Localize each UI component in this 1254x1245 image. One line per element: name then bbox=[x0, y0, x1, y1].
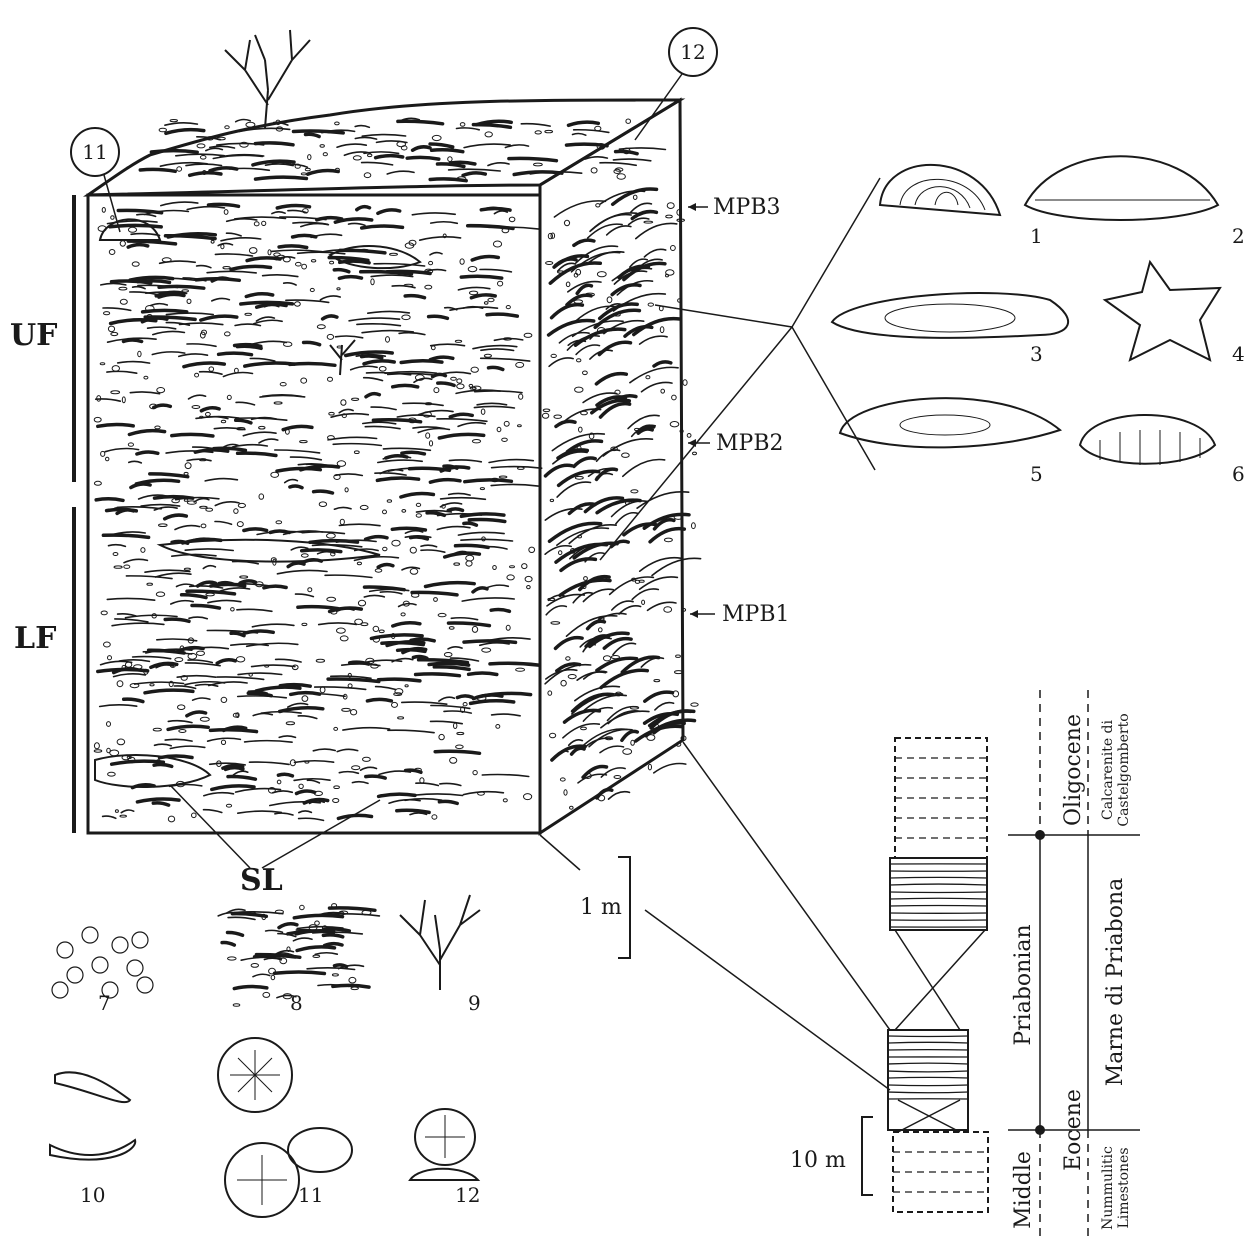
fossil-6 bbox=[1080, 415, 1215, 465]
lower-facies-label: LF bbox=[14, 621, 56, 656]
marker-mpb1: MPB1 bbox=[690, 602, 790, 627]
fossil-11 bbox=[218, 1038, 352, 1217]
fossil-number: 8 bbox=[290, 991, 303, 1015]
fossil-number: 6 bbox=[1232, 462, 1245, 486]
fossil-12 bbox=[410, 1109, 478, 1180]
circled-marker-11: 11 bbox=[71, 128, 120, 232]
epoch-eocene: Eocene bbox=[1061, 1089, 1086, 1171]
marker-mpb3: MPB3 bbox=[688, 195, 781, 220]
svg-text:MPB3: MPB3 bbox=[713, 195, 781, 220]
epoch-oligocene: Oligocene bbox=[1061, 714, 1086, 826]
fossil-number: 5 bbox=[1030, 462, 1043, 486]
fossil-1 bbox=[880, 165, 1000, 215]
chronostratigraphy-table: Oligocene Eocene Priabonian Middle Calca… bbox=[1008, 690, 1140, 1240]
fossil-9 bbox=[400, 895, 480, 990]
lens-body bbox=[160, 540, 380, 562]
fossil-number: 4 bbox=[1232, 342, 1245, 366]
fossil-number: 1 bbox=[1030, 224, 1043, 248]
stratigraphic-column: 10 m bbox=[790, 738, 988, 1212]
scale-10m-label: 10 m bbox=[790, 1148, 846, 1173]
fossil-4 bbox=[1105, 262, 1220, 360]
fossil-number: 12 bbox=[455, 1183, 480, 1207]
foraminifera-panel: 1 2 3 4 5 6 bbox=[832, 156, 1245, 486]
stage-priabonian: Priabonian bbox=[1011, 924, 1036, 1045]
fossil-number: 10 bbox=[80, 1183, 105, 1207]
svg-text:12: 12 bbox=[680, 40, 705, 64]
fossil-10 bbox=[50, 1072, 135, 1159]
sl-leader bbox=[170, 785, 250, 868]
formation-nummulitic: Nummulitic bbox=[1100, 1146, 1116, 1230]
fossil-number: 2 bbox=[1232, 224, 1245, 248]
sediment-texture-front bbox=[94, 202, 542, 822]
sediment-texture-side bbox=[542, 189, 700, 809]
lower-fossil-panel: 7 8 9 10 11 12 bbox=[50, 895, 481, 1217]
fossil-2 bbox=[1025, 156, 1218, 220]
fossil-number: 7 bbox=[98, 991, 111, 1015]
block-top-surface bbox=[88, 100, 680, 195]
svg-text:1 m: 1 m bbox=[580, 895, 622, 920]
fossil-number: 9 bbox=[468, 991, 481, 1015]
fossil-5 bbox=[840, 398, 1060, 447]
svg-text:MPB1: MPB1 bbox=[722, 602, 790, 627]
outcrop-block bbox=[74, 30, 701, 833]
fossil-number: 11 bbox=[298, 1183, 323, 1207]
stage-middle: Middle bbox=[1011, 1151, 1036, 1229]
formation-castelgomberto: Calcarenite di bbox=[1100, 719, 1116, 820]
svg-text:11: 11 bbox=[82, 140, 107, 164]
fossil-7 bbox=[52, 927, 153, 998]
echinoid-fossil bbox=[100, 219, 160, 240]
formation-priabona: Marne di Priabona bbox=[1103, 878, 1128, 1087]
sediment-texture-top bbox=[140, 118, 665, 180]
svg-text:MPB2: MPB2 bbox=[716, 431, 784, 456]
fossil-3 bbox=[832, 293, 1068, 338]
formation-nummulitic: Limestones bbox=[1116, 1147, 1132, 1228]
sl-label: SL bbox=[240, 863, 283, 898]
scale-bar-1m: 1 m bbox=[540, 742, 890, 1090]
fossil-callout-lines bbox=[600, 178, 880, 560]
upper-facies-label: UF bbox=[10, 318, 57, 353]
formation-castelgomberto: Castelgomberto bbox=[1116, 713, 1132, 826]
branching-coral bbox=[225, 30, 310, 128]
circled-marker-12: 12 bbox=[635, 28, 717, 140]
fossil-number: 3 bbox=[1030, 342, 1043, 366]
